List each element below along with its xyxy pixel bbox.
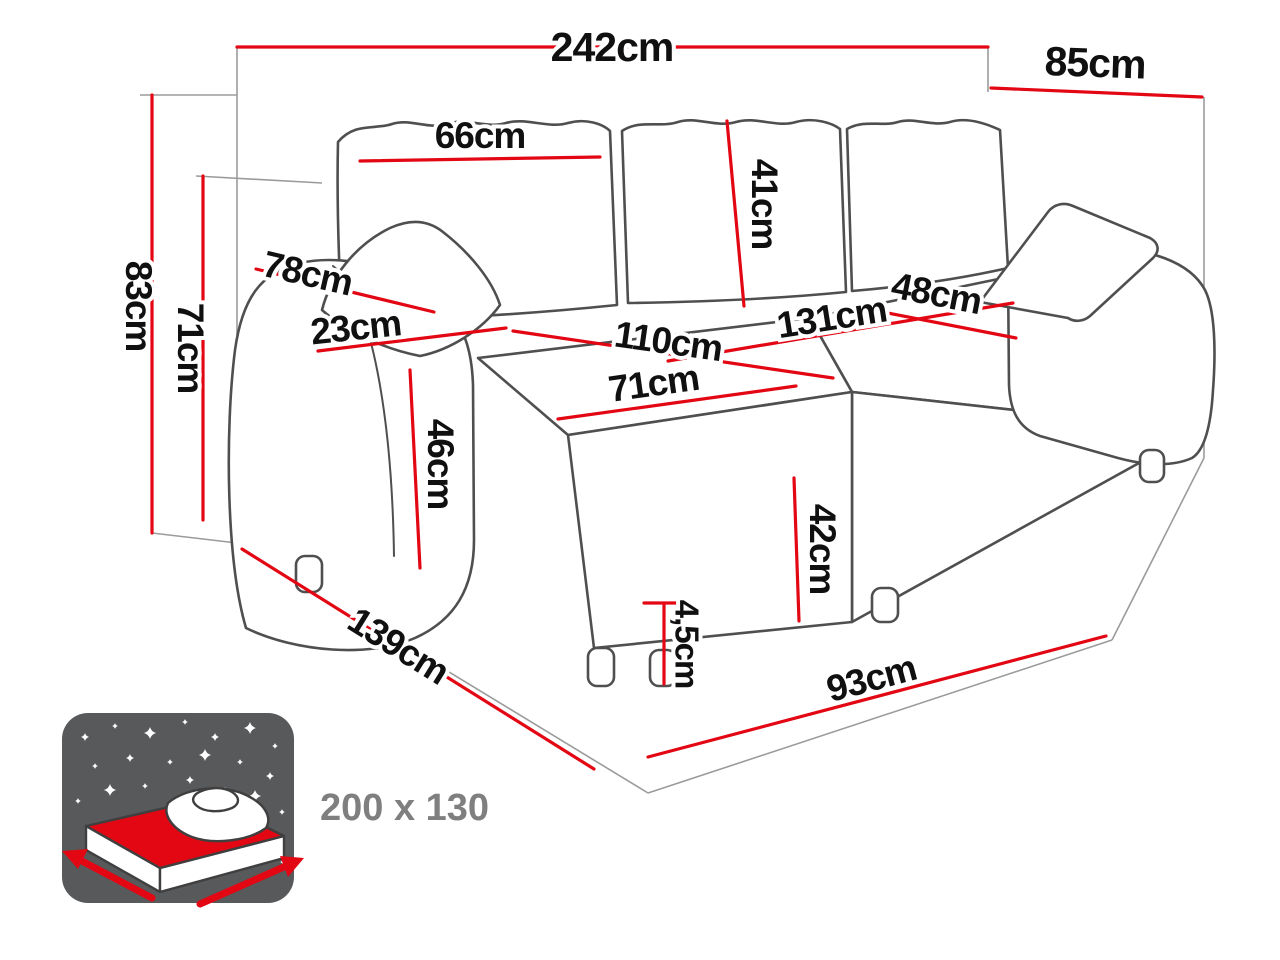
star-icon — [249, 790, 261, 802]
star-icon — [144, 727, 156, 739]
dim-armrest-depth-line — [254, 267, 436, 314]
dim-floor-width-line — [646, 634, 1108, 759]
star-icon — [199, 749, 211, 761]
star-icon — [266, 772, 274, 780]
dim-leg-height-label: 4,5cm — [668, 600, 705, 689]
star-icon — [182, 719, 188, 725]
star-icon — [142, 783, 148, 789]
dim-total-height-label: 83cm — [118, 261, 159, 352]
star-icon — [186, 776, 194, 784]
guide-right-floor-edge — [1111, 457, 1205, 641]
guide-backrest-top-tick — [195, 175, 323, 184]
bed-pillow — [191, 786, 240, 813]
guide-floor-front-edge — [647, 639, 1113, 794]
dim-seat-height-line — [792, 476, 801, 623]
dim-chaise-length-line — [511, 329, 835, 380]
star-icon — [104, 784, 116, 796]
star-icon — [211, 733, 219, 741]
guide-height-bottom-tick — [151, 532, 238, 544]
star-icon — [126, 754, 134, 762]
dim-back-cushion-width-label: 66cm — [435, 115, 526, 156]
dim-back-cushion-height-label: 41cm — [744, 159, 785, 250]
dim-chaise-seat-width-line — [556, 384, 798, 421]
leg-right-armrest — [1138, 448, 1166, 484]
dim-back-cushion-height-line — [725, 119, 746, 308]
star-icon — [279, 809, 285, 815]
star-icon — [272, 743, 278, 749]
leg-front-middle — [870, 586, 900, 624]
sleeping-area-icon — [62, 713, 304, 908]
back-cushion-right — [845, 118, 1010, 293]
unfold-arrow-right-shaft — [196, 862, 290, 908]
unfold-arrow-left-head — [62, 849, 88, 869]
sofa-drawing — [227, 118, 1216, 688]
left-armrest-pillow — [320, 220, 502, 358]
dim-total-width-label: 242cm — [551, 24, 674, 70]
dim-backrest-height-label: 71cm — [170, 303, 211, 394]
dim-armrest-height-label: 46cm — [420, 419, 461, 510]
unfold-arrow-right-head — [280, 856, 304, 877]
dim-armrest-height-line — [408, 368, 422, 570]
dim-back-cushion-width-line — [358, 155, 602, 163]
dim-total-depth-line — [989, 86, 1204, 99]
star-icon — [75, 798, 81, 804]
right-armrest-pillow — [978, 202, 1159, 323]
star-icon — [81, 733, 89, 741]
chaise-front — [566, 390, 854, 650]
star-icon — [244, 722, 256, 734]
dim-chaise-floor-depth-line — [240, 547, 596, 771]
dim-floor-width-label: 93cm — [822, 647, 920, 710]
dim-seat-depth-line — [860, 306, 1018, 340]
star-icon — [112, 723, 118, 729]
star-icon — [167, 759, 173, 765]
dim-total-depth-label: 85cm — [1044, 38, 1146, 87]
star-icon — [237, 759, 243, 765]
dim-seat-height-label: 42cm — [802, 504, 843, 595]
leg-chaise-left — [586, 646, 616, 688]
sleeping-area-label: 200 x 130 — [320, 787, 489, 829]
dim-seat-width-line — [666, 301, 1015, 363]
dimension-lines — [150, 45, 1204, 771]
star-icon — [92, 763, 98, 769]
unfold-arrow-left-shaft — [76, 856, 156, 902]
dim-armrest-width-line — [316, 326, 508, 353]
